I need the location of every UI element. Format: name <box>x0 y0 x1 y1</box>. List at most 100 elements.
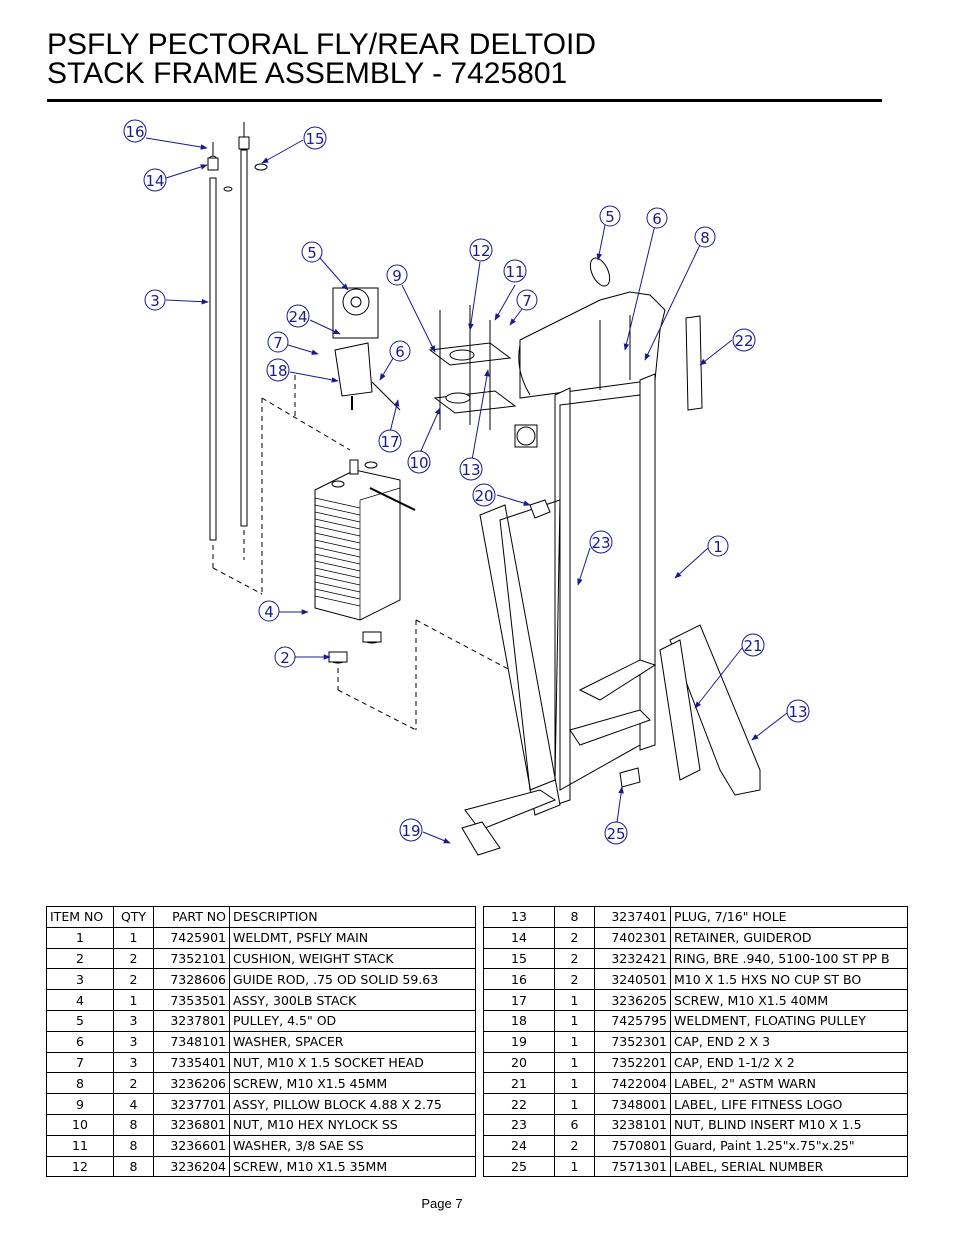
part-no: 7335401 <box>153 1051 230 1074</box>
qty: 3 <box>113 1051 154 1074</box>
description: RING, BRE .940, 5100-100 ST PP B <box>670 947 908 970</box>
part-no: 7425795 <box>594 1009 671 1032</box>
item-no: 20 <box>483 1051 555 1074</box>
part-no: 3237401 <box>594 906 671 928</box>
svg-text:6: 6 <box>652 210 662 228</box>
item-no: 9 <box>46 1093 114 1115</box>
header-description: DESCRIPTION <box>229 906 476 928</box>
svg-text:11: 11 <box>505 263 524 281</box>
part-no: 7352201 <box>594 1051 671 1074</box>
qty: 3 <box>113 1030 154 1053</box>
description: CAP, END 2 X 3 <box>670 1030 908 1053</box>
svg-text:22: 22 <box>734 332 753 350</box>
svg-text:1: 1 <box>713 538 723 556</box>
qty: 8 <box>554 906 595 928</box>
qty: 3 <box>113 1009 154 1032</box>
callout-1: 1 <box>707 535 729 557</box>
svg-text:5: 5 <box>307 244 317 262</box>
part-no: 3238101 <box>594 1113 671 1136</box>
svg-text:8: 8 <box>700 229 710 247</box>
qty: 2 <box>113 968 154 991</box>
header-qty: QTY <box>113 906 154 928</box>
svg-text:9: 9 <box>392 267 402 285</box>
callout-20: 20 <box>472 483 496 507</box>
svg-text:14: 14 <box>145 172 164 190</box>
callout-3: 3 <box>144 289 166 311</box>
callout-24: 24 <box>286 304 310 328</box>
item-no: 11 <box>46 1134 114 1157</box>
item-no: 17 <box>483 989 555 1011</box>
qty: 1 <box>554 1051 595 1074</box>
item-no: 10 <box>46 1113 114 1136</box>
part-no: 7570801 <box>594 1134 671 1157</box>
main-frame <box>461 257 761 856</box>
item-no: 2 <box>46 947 114 970</box>
item-no: 24 <box>483 1134 555 1157</box>
callout-23: 23 <box>589 530 613 554</box>
description: WELDMENT, FLOATING PULLEY <box>670 1009 908 1032</box>
callout-5b: 5 <box>599 205 621 227</box>
qty: 2 <box>113 947 154 970</box>
item-no: 8 <box>46 1072 114 1095</box>
callout-balloons: 16 14 15 3 5 24 7 18 9 12 11 7 6 17 10 1… <box>123 119 810 845</box>
item-no: 13 <box>483 906 555 928</box>
callout-10: 10 <box>407 450 431 474</box>
description: GUIDE ROD, .75 OD SOLID 59.63 <box>229 968 476 991</box>
qty: 1 <box>554 1030 595 1053</box>
qty: 6 <box>554 1113 595 1136</box>
part-no: 3236204 <box>153 1155 230 1178</box>
svg-text:7: 7 <box>522 292 532 310</box>
callout-12: 12 <box>469 238 493 262</box>
svg-text:4: 4 <box>264 603 274 621</box>
part-no: 7348101 <box>153 1030 230 1053</box>
callout-6a: 6 <box>389 340 411 362</box>
callout-13b: 13 <box>786 699 810 723</box>
callout-11: 11 <box>503 259 527 283</box>
qty: 2 <box>113 1072 154 1095</box>
part-no: 7402301 <box>594 926 671 949</box>
header-part-no: PART NO <box>153 906 230 928</box>
description: WELDMT, PSFLY MAIN <box>229 926 476 949</box>
callout-21: 21 <box>741 633 765 657</box>
part-no: 3232421 <box>594 947 671 970</box>
title-line-1: PSFLY PECTORAL FLY/REAR DELTOID <box>47 28 597 61</box>
qty: 8 <box>113 1155 154 1178</box>
title-line-2: STACK FRAME ASSEMBLY - 7425801 <box>47 57 568 90</box>
table-header-row: ITEM NO QTY PART NO DESCRIPTION <box>46 906 476 928</box>
item-no: 7 <box>46 1051 114 1074</box>
qty: 1 <box>554 1155 595 1178</box>
exploded-assembly-diagram: 16 14 15 3 5 24 7 18 9 12 11 7 6 17 10 1… <box>123 119 810 856</box>
svg-text:3: 3 <box>150 292 160 310</box>
description: SCREW, M10 X1.5 45MM <box>229 1072 476 1095</box>
callout-7a: 7 <box>267 331 289 353</box>
item-no: 6 <box>46 1030 114 1053</box>
part-no: 7348001 <box>594 1093 671 1115</box>
guide-rods <box>207 122 268 541</box>
item-no: 21 <box>483 1072 555 1095</box>
qty: 1 <box>554 1009 595 1032</box>
part-no: 7352301 <box>594 1030 671 1053</box>
item-no: 5 <box>46 1009 114 1032</box>
description: PLUG, 7/16" HOLE <box>670 906 908 928</box>
description: WASHER, 3/8 SAE SS <box>229 1134 476 1157</box>
callout-2: 2 <box>274 646 296 668</box>
qty: 1 <box>113 989 154 1011</box>
item-no: 15 <box>483 947 555 970</box>
item-no: 16 <box>483 968 555 991</box>
description: NUT, M10 X 1.5 SOCKET HEAD <box>229 1051 476 1074</box>
svg-text:25: 25 <box>606 825 625 843</box>
callout-19: 19 <box>399 818 423 842</box>
description: ASSY, PILLOW BLOCK 4.88 X 2.75 <box>229 1093 476 1115</box>
